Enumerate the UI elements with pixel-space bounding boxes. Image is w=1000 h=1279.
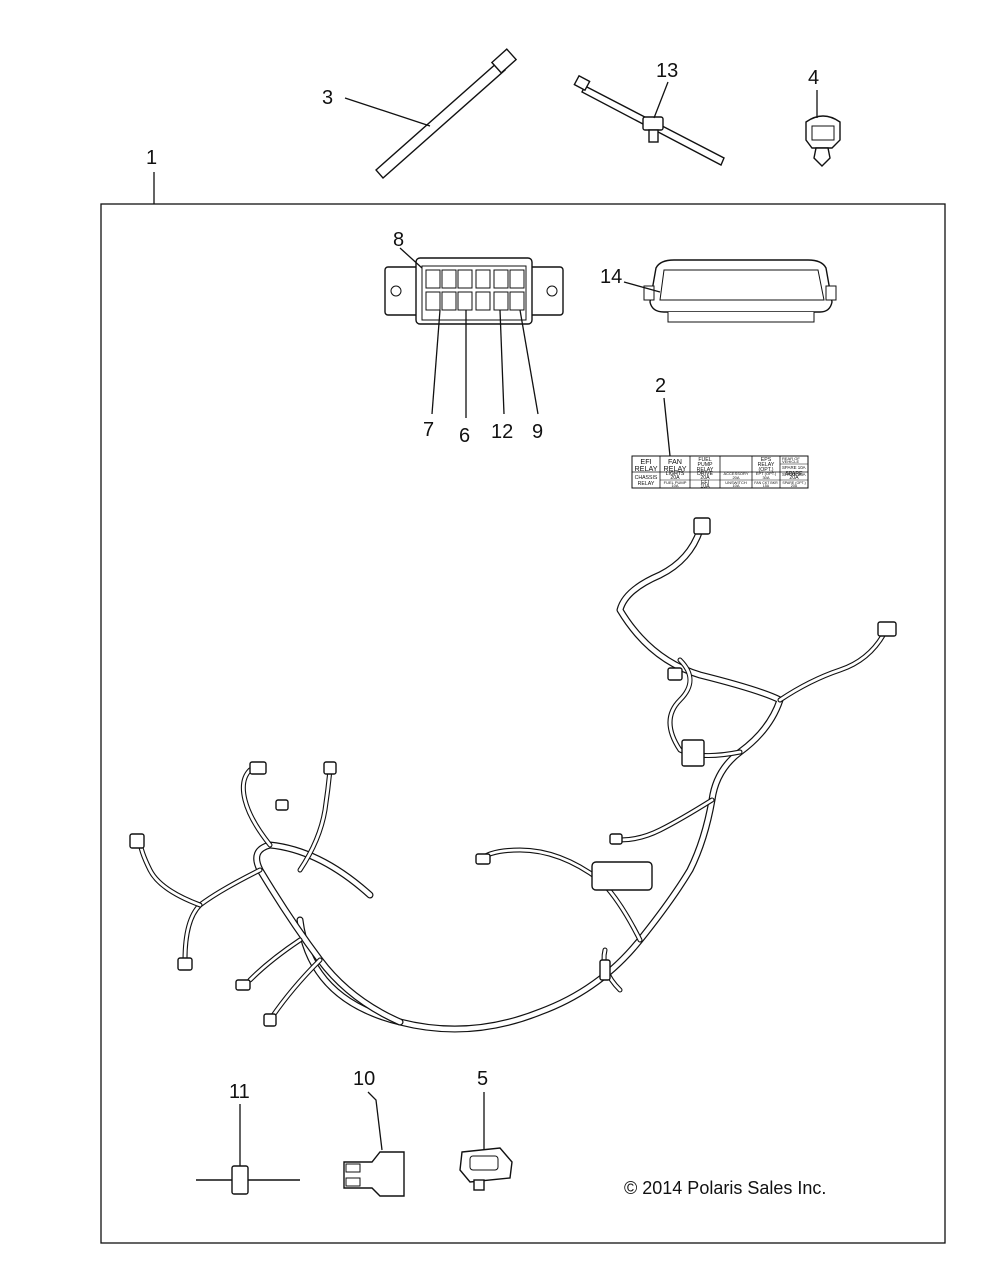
label-chassis-relay-2: RELAY (638, 481, 655, 487)
label-rear-of-vehicle: REAR OF (782, 456, 800, 461)
label-chassis-relay: CHASSIS (635, 475, 658, 481)
connector-part: 5 (459, 1068, 513, 1191)
cable-tie-part: 3 (322, 48, 518, 179)
label-ept-opt: EPT (OPT.) (756, 471, 777, 476)
label-unswitch: UNSWITCH (725, 480, 747, 485)
label-eps-relay-2: RELAY (758, 462, 775, 468)
label-ept-opt-2: 30A (762, 475, 769, 480)
kit-boundary-box (100, 203, 946, 1244)
label-accessory: ACCESSORY (723, 471, 748, 476)
label-lights: LIGHTS (666, 471, 685, 477)
label-fuel-pump-10a: FUEL PUMP (664, 480, 687, 485)
callout-9: 9 (532, 421, 543, 443)
terminal-part: 10 (343, 1068, 405, 1197)
label-fuel-pump-relay: FUEL (698, 457, 711, 463)
label-eps-relay-3: (OPT.) (759, 467, 774, 473)
label-fan-ckt-bkr-2: 15A (763, 484, 770, 488)
callout-5: 5 (477, 1068, 488, 1090)
label-fan-ckt-bkr: FAN CKT BKR (754, 481, 778, 485)
label-efi-relay-2: RELAY (634, 464, 657, 473)
callout-4: 4 (808, 67, 819, 89)
label-fan-relay-2: RELAY (663, 464, 686, 473)
label-fuel-pump-relay-3: RELAY (697, 467, 714, 473)
callout-3: 3 (322, 87, 333, 109)
label-spare-opt: SPARE (OPT.) (782, 481, 805, 485)
label-fuel-pump-10a-2: 10A (671, 483, 678, 488)
label-unswitch-2: 10A (732, 483, 739, 488)
callout-7: 7 (423, 419, 434, 441)
label-spare-opt-2: 20A (791, 484, 798, 488)
label-drive: DRIVE (697, 471, 713, 477)
label-lights-2: 20A (670, 475, 680, 481)
callout-2: 2 (655, 375, 666, 397)
callout-11: 11 (229, 1081, 250, 1103)
label-spare-20a: SPARE (785, 471, 803, 477)
fuse-box-cover-part: 14 (600, 259, 837, 323)
push-mount-tie-part: 13 (573, 60, 725, 166)
label-efi-10a: EFI (701, 480, 709, 486)
callout-6: 6 (459, 425, 470, 447)
fuse-label-part: 2 EFI RELAY FAN RELAY FUEL PUMP RELAY EP… (631, 375, 809, 490)
label-rear-of-vehicle-2: VEHICLE (782, 459, 799, 464)
label-efi-10a-2: 10A (700, 484, 710, 490)
label-efi-relay: EFI (640, 457, 651, 466)
callout-1: 1 (146, 147, 157, 169)
callout-14: 14 (600, 266, 622, 288)
copyright-text: © 2014 Polaris Sales Inc. (624, 1178, 826, 1198)
fuse-box-part: 8 7 6 12 9 (384, 229, 564, 447)
label-spare-20a-2: 20A (789, 475, 799, 481)
callout-10: 10 (353, 1068, 375, 1090)
label-eps-relay: EPS (761, 457, 772, 463)
callout-12: 12 (491, 421, 513, 443)
label-spare-20a-top: SPARE 20A (782, 472, 806, 477)
label-accessory-2: 20A (732, 475, 739, 480)
label-fan-relay: FAN (668, 457, 682, 466)
edge-clip-part: 4 (805, 67, 841, 167)
callout-8: 8 (393, 229, 404, 251)
label-spare-10a: SPARE 10A (782, 465, 806, 470)
label-drive-2: 20A (700, 475, 710, 481)
label-fuel-pump-relay-2: PUMP (698, 462, 714, 468)
wiring-harness (129, 517, 897, 1033)
inline-fuse-part: 11 (196, 1081, 300, 1195)
callout-13: 13 (656, 60, 678, 82)
